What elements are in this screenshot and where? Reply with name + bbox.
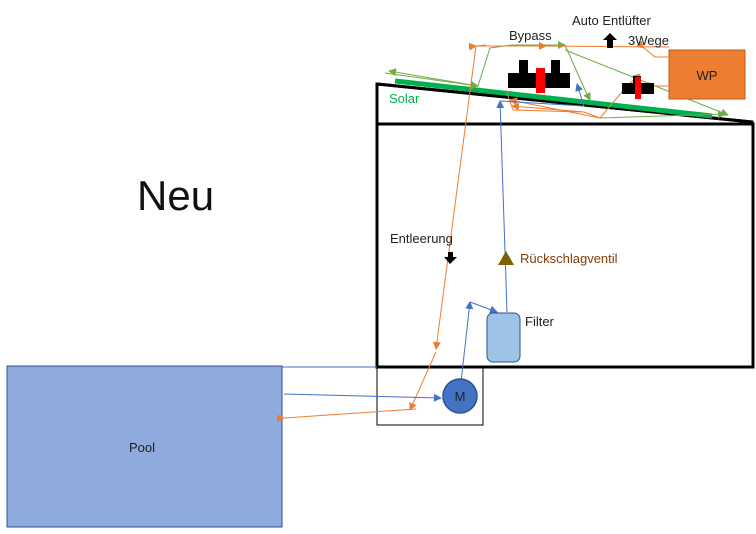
solar-panel (394, 78, 713, 119)
filter (486, 312, 521, 363)
flow-lines-orange (276, 40, 670, 423)
three-way-valve (622, 76, 654, 99)
heat-pump-box (668, 49, 746, 100)
return-lines-blue (283, 83, 585, 402)
bypass-valve (508, 60, 570, 93)
filter-label: Filter (525, 314, 555, 329)
auto-vent-label: Auto Entlüfter (572, 13, 651, 28)
diagram-title: Neu (137, 172, 214, 219)
pool (6, 365, 283, 528)
drain-label: Entleerung (390, 231, 453, 246)
heat-pump-label: WP (697, 68, 718, 83)
pool-label: Pool (129, 440, 155, 455)
down-arrow-icon (444, 252, 457, 264)
house-body (375, 122, 755, 369)
pump-motor (442, 378, 478, 414)
check-valve-label: Rückschlagventil (520, 251, 618, 266)
up-arrow-icon (603, 33, 617, 48)
solar-label: Solar (389, 91, 420, 106)
pump-motor-label: M (455, 389, 466, 404)
bypass-label: Bypass (509, 28, 552, 43)
three-way-label: 3Wege (628, 33, 669, 48)
check-valve-icon (498, 251, 514, 265)
